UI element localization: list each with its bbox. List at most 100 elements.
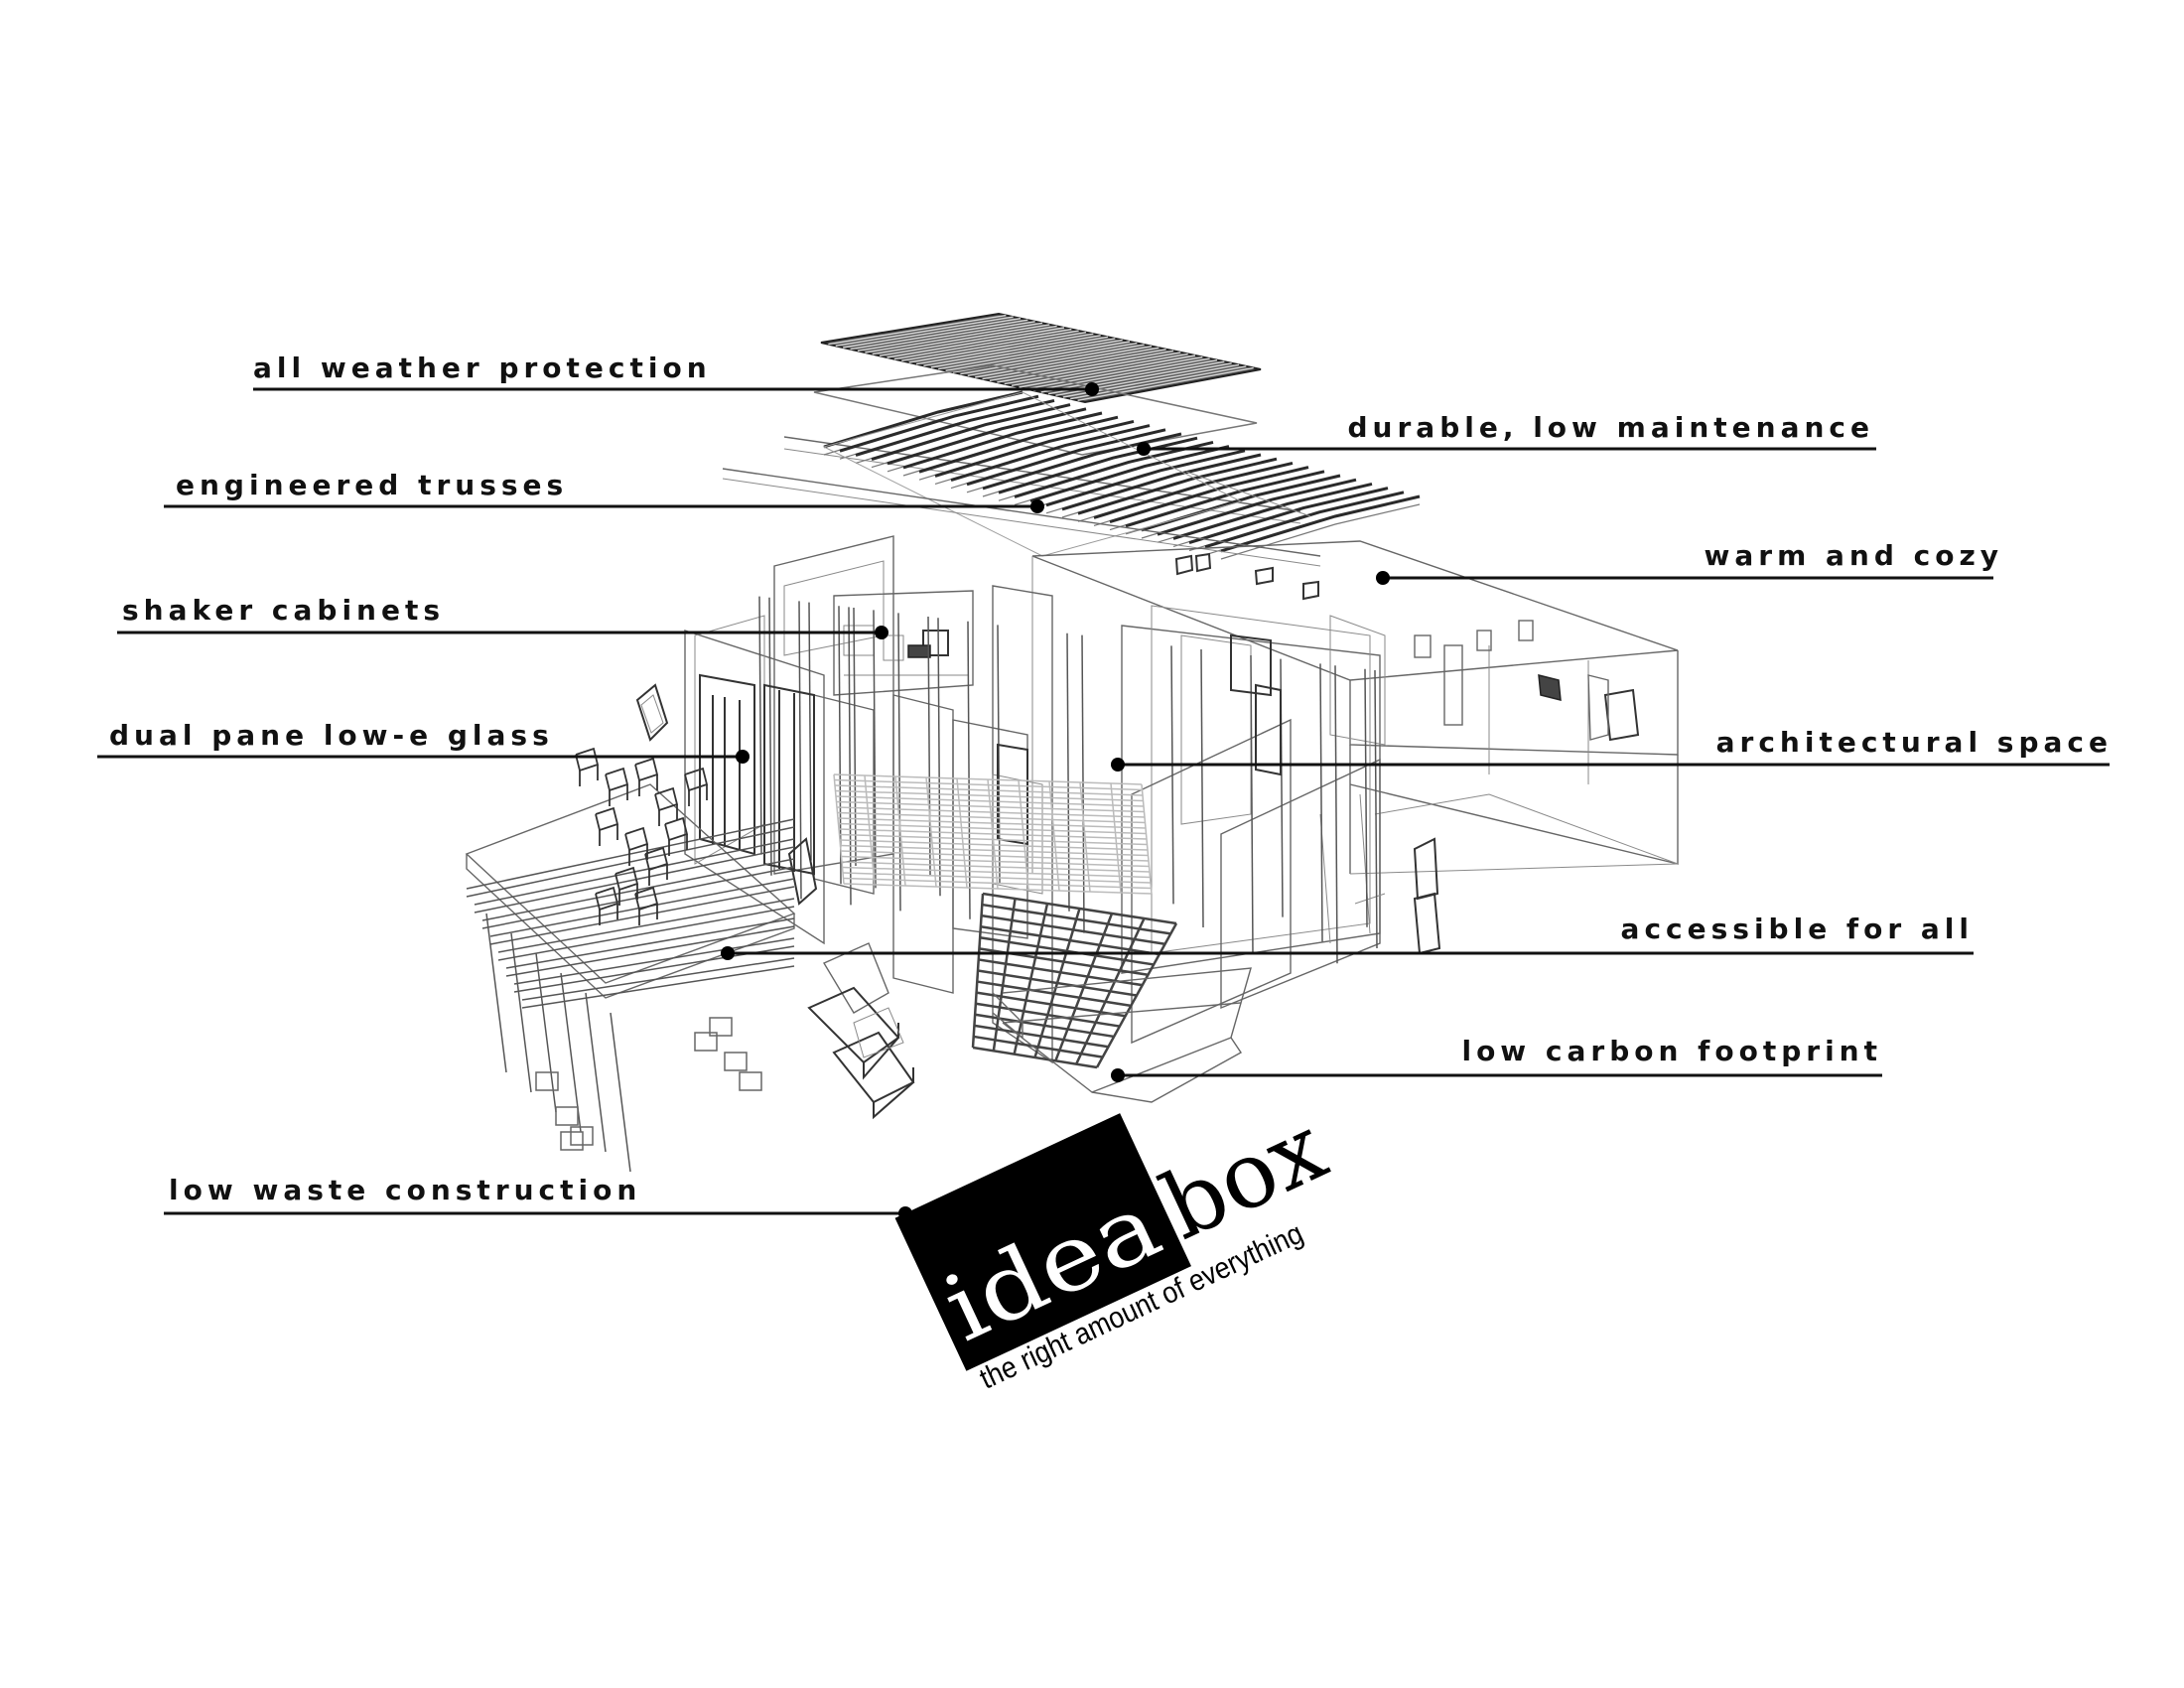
deck-beam bbox=[510, 932, 532, 1093]
truss bbox=[887, 407, 1087, 466]
leader-dot bbox=[1137, 442, 1151, 456]
truss bbox=[871, 403, 1071, 462]
wall-stud bbox=[808, 602, 812, 861]
deck-joist-edge bbox=[481, 866, 795, 929]
roof-rib bbox=[908, 331, 1087, 363]
truss-outline bbox=[822, 391, 1243, 557]
wall-stud bbox=[768, 597, 772, 876]
roof-rib bbox=[1025, 355, 1203, 390]
truss bbox=[902, 411, 1103, 470]
chair bbox=[575, 747, 600, 773]
truss bbox=[1061, 453, 1262, 511]
deck-pier bbox=[555, 1106, 579, 1126]
foundation-slab bbox=[992, 967, 1252, 1103]
floor-rim-light bbox=[1048, 780, 1060, 892]
truss bbox=[1109, 466, 1309, 524]
floor-rim-light bbox=[956, 777, 968, 889]
floor-joists-light bbox=[833, 774, 1153, 895]
roof-rib bbox=[893, 328, 1072, 360]
deck-joist-edge bbox=[497, 906, 795, 961]
roof-rib bbox=[828, 314, 1007, 346]
wall-stud bbox=[897, 613, 901, 912]
wall-stud bbox=[1081, 634, 1085, 933]
house-illustration bbox=[465, 312, 1679, 1173]
floor-rim bbox=[1013, 903, 1049, 1055]
roof-rib bbox=[865, 322, 1043, 353]
leader-dot bbox=[1376, 571, 1390, 585]
label-engineered-trusses: engineered trusses bbox=[176, 469, 568, 501]
wall-stud bbox=[1374, 669, 1378, 949]
wall-stud bbox=[1066, 633, 1070, 912]
stud-group bbox=[758, 596, 1378, 964]
deck-pier bbox=[570, 1126, 594, 1146]
truss bbox=[918, 415, 1119, 474]
right-wing bbox=[1031, 540, 1679, 875]
callout-labels: all weather protection durable, low main… bbox=[109, 352, 2113, 1206]
deck-pier bbox=[739, 1071, 762, 1091]
floor-rim bbox=[971, 893, 985, 1049]
leader-dot bbox=[1111, 1068, 1125, 1082]
deck-beam bbox=[535, 952, 557, 1113]
truss bbox=[855, 398, 1055, 457]
truss bbox=[1204, 491, 1405, 549]
roof-rib bbox=[1033, 357, 1210, 392]
truss bbox=[1220, 494, 1421, 553]
floor-rim-light bbox=[894, 775, 906, 887]
deck-pier bbox=[694, 1032, 718, 1052]
truss bbox=[1093, 461, 1294, 519]
deck-joist-edge bbox=[466, 826, 795, 898]
deck-furniture bbox=[575, 747, 915, 1120]
leader-dot bbox=[721, 946, 735, 960]
truss bbox=[982, 432, 1182, 491]
wall-stud bbox=[848, 607, 852, 906]
deck-joist bbox=[513, 937, 795, 985]
wall-stud bbox=[967, 621, 971, 919]
wall-framing bbox=[684, 535, 1386, 1064]
truss bbox=[1188, 487, 1389, 545]
chair bbox=[644, 846, 669, 872]
roof-rib bbox=[915, 333, 1094, 365]
roof-rib bbox=[960, 342, 1138, 375]
deck-beam bbox=[485, 913, 507, 1073]
floor-rim-light bbox=[1018, 779, 1029, 891]
deck-joist bbox=[521, 957, 795, 1001]
roof-rib bbox=[975, 345, 1153, 378]
roof-rib bbox=[997, 350, 1174, 383]
label-architectural-space: architectural space bbox=[1716, 726, 2113, 759]
deck-joist bbox=[489, 878, 795, 937]
roof-rib bbox=[1011, 352, 1188, 387]
roof-rib bbox=[1019, 354, 1196, 388]
label-dual-pane-low-e-glass: dual pane low-e glass bbox=[109, 719, 554, 752]
chair bbox=[624, 826, 649, 852]
truss bbox=[998, 436, 1198, 494]
deck-beam bbox=[610, 1012, 631, 1173]
floor-rim bbox=[1033, 908, 1081, 1058]
roof-rib bbox=[887, 327, 1065, 358]
wall-stud bbox=[937, 618, 941, 897]
label-all-weather-protection: all weather protection bbox=[253, 352, 712, 384]
floor-rim-light bbox=[987, 778, 999, 890]
ideabox-logo: idea box the right amount of everything bbox=[894, 1094, 1341, 1396]
floor-rim bbox=[992, 898, 1017, 1052]
leader-dot bbox=[1085, 382, 1099, 396]
logo-block bbox=[894, 1113, 1191, 1371]
truss bbox=[839, 394, 1039, 453]
deck-pier bbox=[724, 1052, 748, 1071]
label-warm-and-cozy: warm and cozy bbox=[1705, 539, 2004, 572]
floor-rim bbox=[1095, 922, 1178, 1068]
wall-stud bbox=[853, 607, 857, 867]
floor-rim bbox=[1075, 917, 1146, 1065]
roof-rib bbox=[879, 325, 1057, 357]
floor-rim-light bbox=[1079, 781, 1091, 893]
deck-joist bbox=[497, 898, 795, 953]
roof-rib bbox=[850, 319, 1028, 351]
truss bbox=[1029, 445, 1230, 503]
floor-rim-light bbox=[864, 774, 876, 886]
deck-pier bbox=[709, 1017, 733, 1037]
deck-joist-edge bbox=[489, 886, 795, 945]
floor-rim-light bbox=[925, 776, 937, 888]
roof-rib bbox=[1040, 358, 1218, 393]
deck bbox=[465, 783, 796, 1173]
leader-dot bbox=[1030, 499, 1044, 513]
